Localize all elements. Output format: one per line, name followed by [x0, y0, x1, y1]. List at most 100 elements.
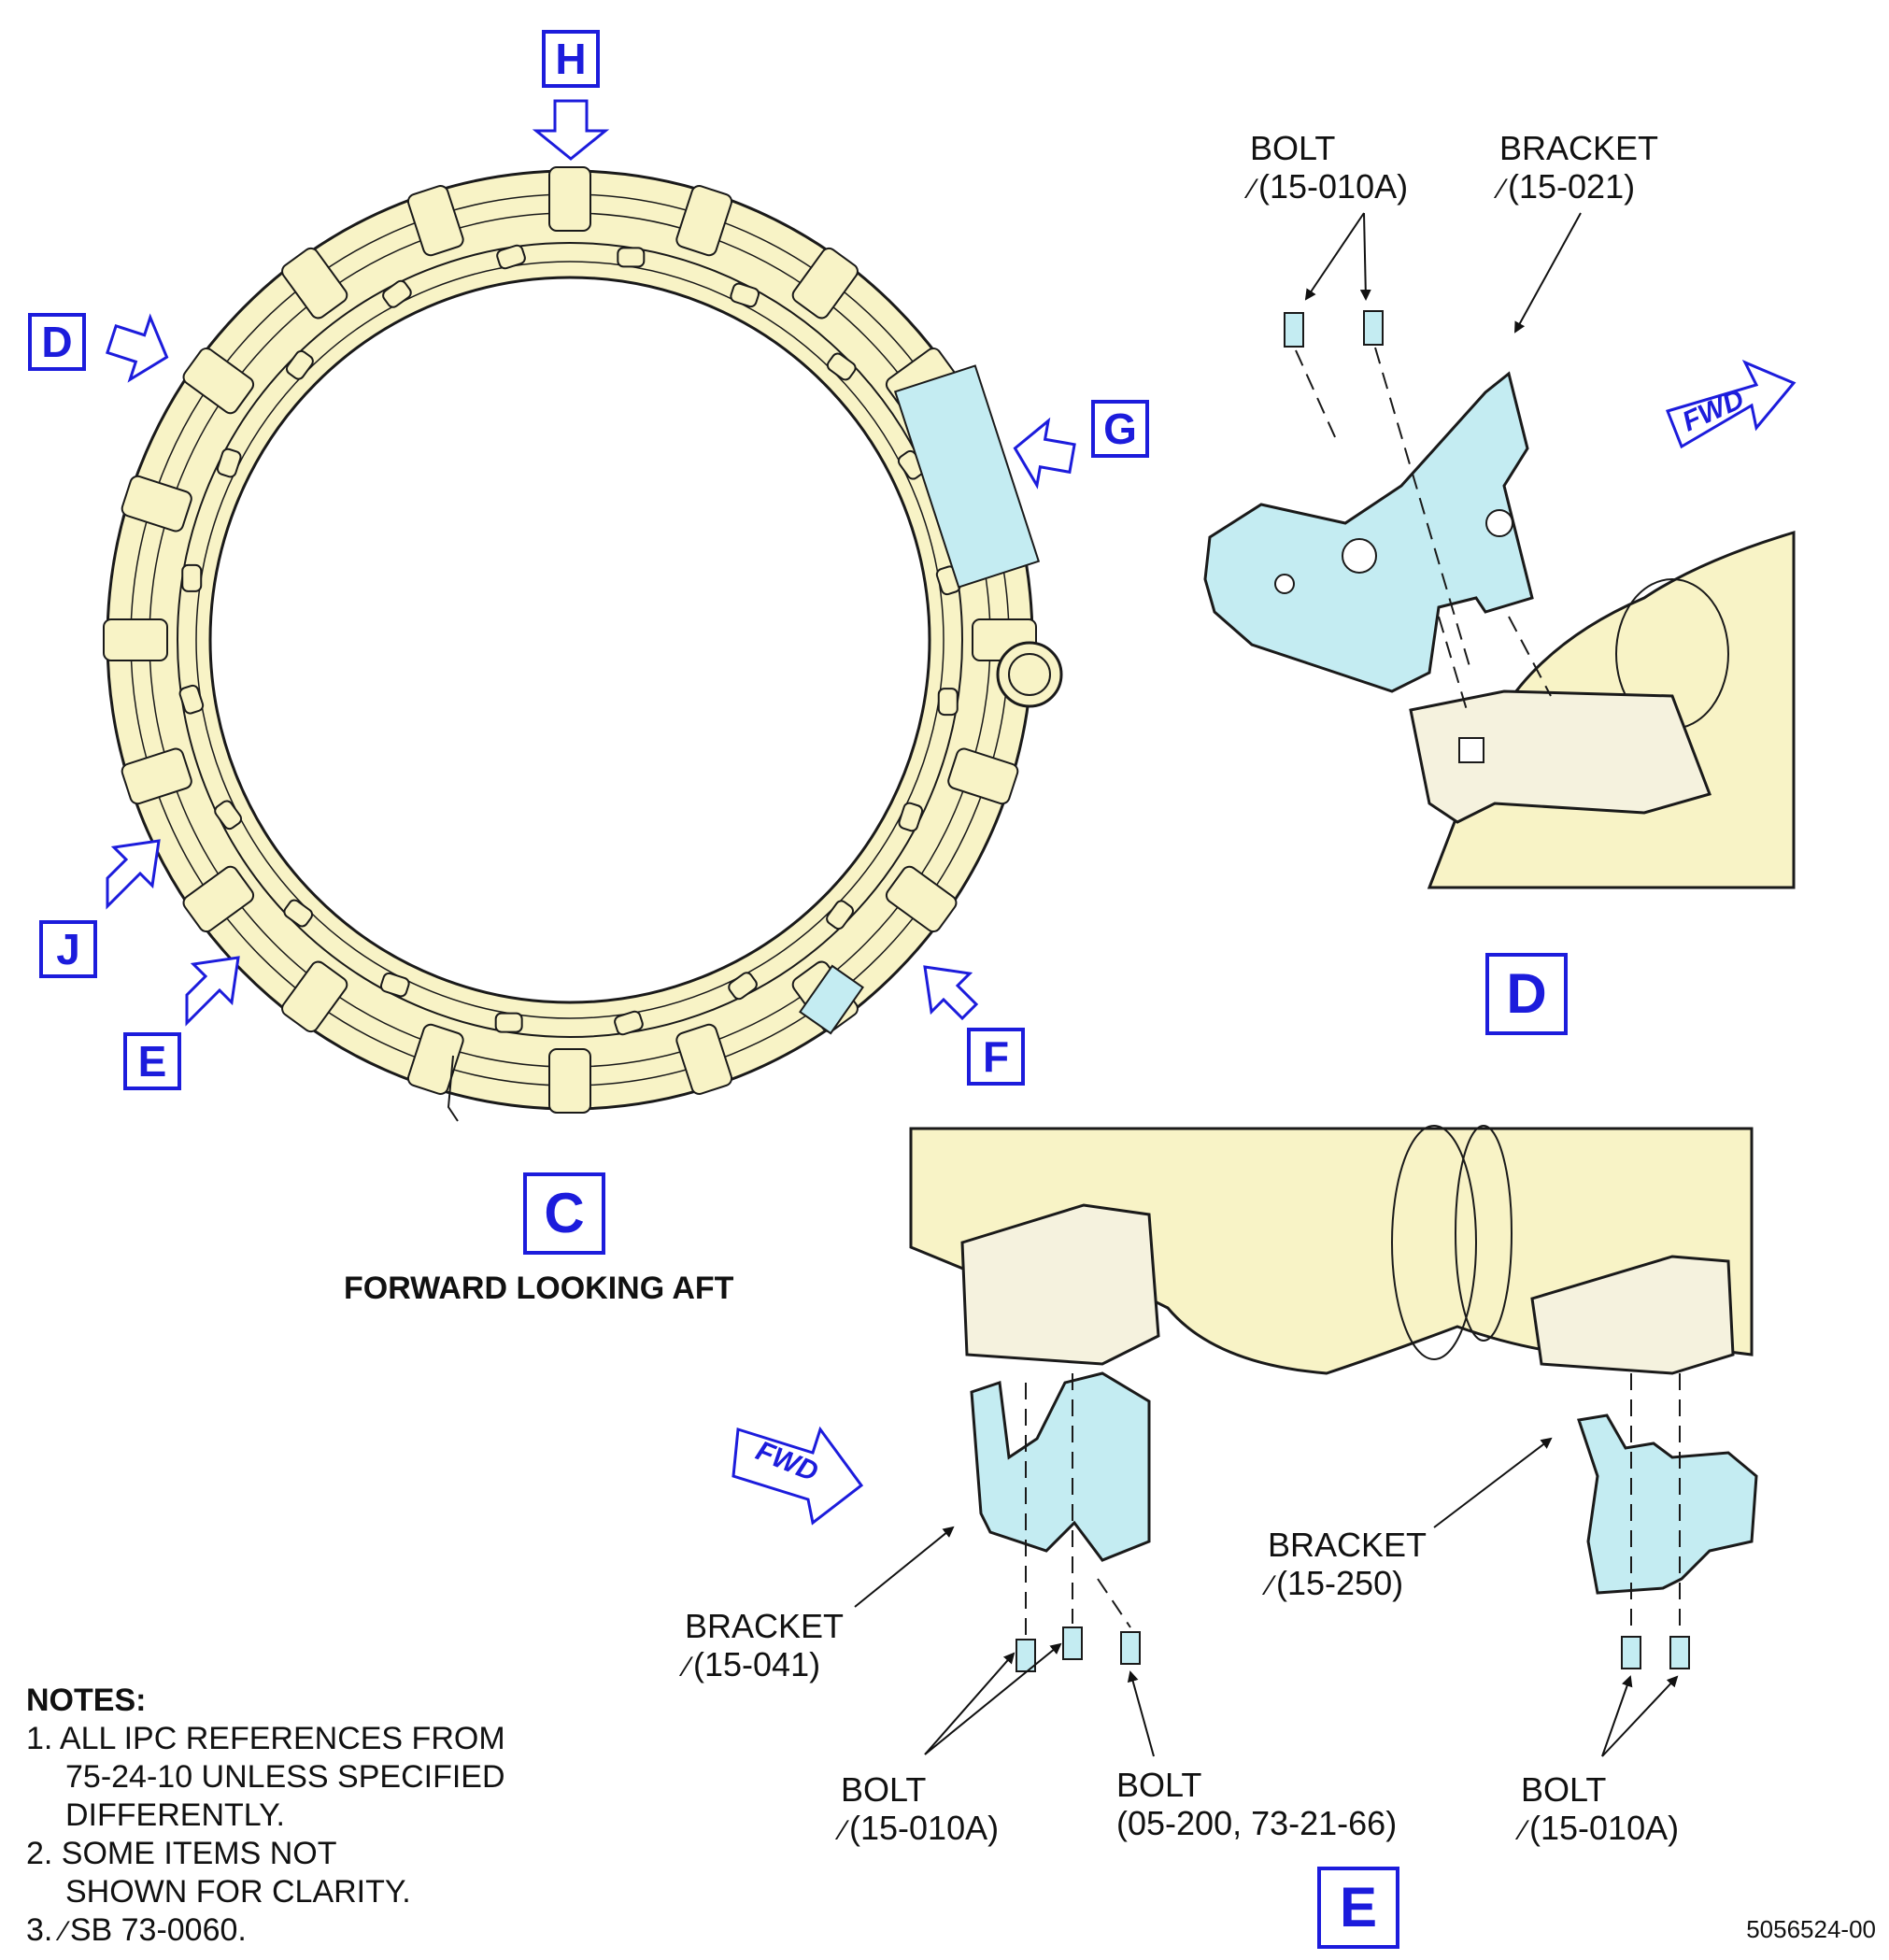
effectivity-mark: ∕	[1499, 174, 1505, 205]
notes-title: NOTES:	[26, 1683, 147, 1718]
view-marker-e: E	[123, 1032, 181, 1090]
note-1-cont: DIFFERENTLY.	[65, 1797, 285, 1833]
callout-e-bolt-right: BOLT ∕(15-010A)	[1521, 1770, 1679, 1850]
callout-ref: (15-010A)	[1258, 167, 1409, 206]
ring-clamp	[281, 960, 348, 1033]
callout-ref: (15-250)	[1276, 1564, 1404, 1602]
ring-clamp	[791, 247, 859, 320]
effectivity-mark: ∕	[1268, 1570, 1273, 1601]
effectivity-mark: ∕	[61, 1916, 66, 1947]
ring-inner-clip	[494, 1012, 523, 1033]
note-2-cont: SHOWN FOR CLARITY.	[65, 1874, 411, 1910]
view-f-arrow	[923, 965, 979, 1021]
callout-name: BOLT	[841, 1770, 927, 1809]
callout-name: BRACKET	[1268, 1526, 1427, 1564]
detail-marker-d: D	[1485, 953, 1568, 1035]
view-g-arrow	[1013, 417, 1076, 490]
view-e-arrow	[185, 956, 240, 1027]
view-marker-d: D	[28, 313, 86, 371]
callout-name: BRACKET	[1499, 129, 1659, 167]
detail-e-leaders	[854, 1437, 1679, 1757]
ring-clamp	[121, 475, 192, 533]
detail-d-drawing	[1203, 310, 1796, 889]
ring-clamp	[182, 865, 255, 933]
ring-inner-clip	[728, 972, 758, 1001]
callout-name: BRACKET	[685, 1607, 845, 1645]
ring-inner-clip	[283, 899, 314, 928]
ring-clamp	[885, 865, 958, 933]
effectivity-mark: ∕	[685, 1652, 690, 1683]
callout-e-bracket-left: BRACKET ∕(15-041)	[685, 1607, 844, 1686]
callout-d-bracket: BRACKET ∕(15-021)	[1499, 129, 1658, 208]
ring-clamp	[675, 1023, 733, 1095]
callout-ref: (15-041)	[693, 1645, 821, 1683]
detail-d-leaders	[1304, 212, 1582, 334]
callout-d-bolt: BOLT ∕(15-010A)	[1250, 129, 1408, 208]
ring-inner-clip	[216, 447, 242, 478]
ring-inner-clip	[730, 282, 760, 308]
view-h-arrow	[532, 99, 610, 161]
e-right-mount	[1530, 1255, 1735, 1375]
detail-e-drawing	[909, 1125, 1758, 1672]
view-marker-j: J	[39, 920, 97, 978]
view-caption: FORWARD LOOKING AFT	[344, 1271, 734, 1306]
view-marker-f: F	[967, 1028, 1025, 1086]
ring-assembly	[106, 169, 1034, 1111]
ring-inner-clip	[898, 802, 924, 832]
d-upper-bracket	[1203, 371, 1534, 693]
notes-block: NOTES: 1. ALL IPC REFERENCES FROM 75-24-…	[26, 1682, 505, 1951]
ring-clamp	[121, 747, 192, 805]
e-right-bracket	[1577, 1413, 1758, 1595]
ring-inner-clip	[285, 349, 314, 380]
note-2: 2. SOME ITEMS NOT	[26, 1836, 337, 1871]
callout-name: BOLT	[1116, 1766, 1202, 1804]
callout-ref: (15-010A)	[849, 1809, 1000, 1847]
ring-inner-clip	[614, 1010, 644, 1036]
callout-ref: (15-010A)	[1529, 1809, 1680, 1847]
ring-fittings	[447, 364, 1063, 1122]
callout-e-bolt-mid: BOLT (05-200, 73-21-66)	[1116, 1766, 1397, 1842]
view-d-arrow	[106, 313, 169, 383]
ring-clamp	[182, 347, 255, 415]
callout-e-bracket-right: BRACKET ∕(15-250)	[1268, 1526, 1427, 1605]
figure-id: 5056524-00	[1746, 1915, 1876, 1943]
callout-e-bolt-left: BOLT ∕(15-010A)	[841, 1770, 999, 1850]
ring-clamp	[281, 247, 348, 320]
callout-ref: (15-021)	[1508, 167, 1636, 206]
callout-ref: (05-200, 73-21-66)	[1116, 1804, 1398, 1842]
note-3: 3. ∕SB 73-0060.	[26, 1911, 505, 1951]
ring-clamp	[947, 747, 1019, 805]
ring-inner-clip	[181, 563, 203, 592]
ring-clamp	[548, 166, 591, 233]
ring-inner-clip	[937, 688, 959, 717]
view-j-arrow	[106, 839, 161, 910]
callout-name: BOLT	[1521, 1770, 1607, 1809]
ring-inner-clip	[214, 800, 243, 831]
ring-clamp	[406, 185, 464, 257]
ring-clamp	[548, 1047, 591, 1114]
note-1: 1. ALL IPC REFERENCES FROM	[26, 1721, 505, 1756]
detail-marker-e: E	[1317, 1867, 1399, 1949]
view-marker-g: G	[1091, 400, 1149, 458]
view-marker-h: H	[542, 30, 600, 88]
ring-clamp	[103, 618, 168, 661]
note-3-number: 3.	[26, 1912, 53, 1948]
ring-inner-clip	[496, 244, 526, 270]
e-left-bracket	[970, 1371, 1151, 1562]
ring-inner-clip	[826, 352, 857, 381]
ring-inner-clip	[382, 279, 412, 308]
view-marker-c: C	[523, 1172, 605, 1255]
ring-inner-clip	[826, 900, 855, 930]
effectivity-mark: ∕	[1521, 1815, 1527, 1846]
ring-clamp	[675, 185, 733, 257]
d-lower-bracket	[1409, 689, 1711, 824]
d-fwd-arrow	[1666, 360, 1797, 449]
effectivity-mark: ∕	[841, 1815, 846, 1846]
ring-inner-clip	[379, 972, 410, 998]
e-fwd-arrow	[731, 1426, 864, 1526]
ring-inner-clip	[178, 684, 205, 715]
note-1-cont: 75-24-10 UNLESS SPECIFIED	[65, 1759, 505, 1795]
effectivity-mark: ∕	[1250, 174, 1256, 205]
